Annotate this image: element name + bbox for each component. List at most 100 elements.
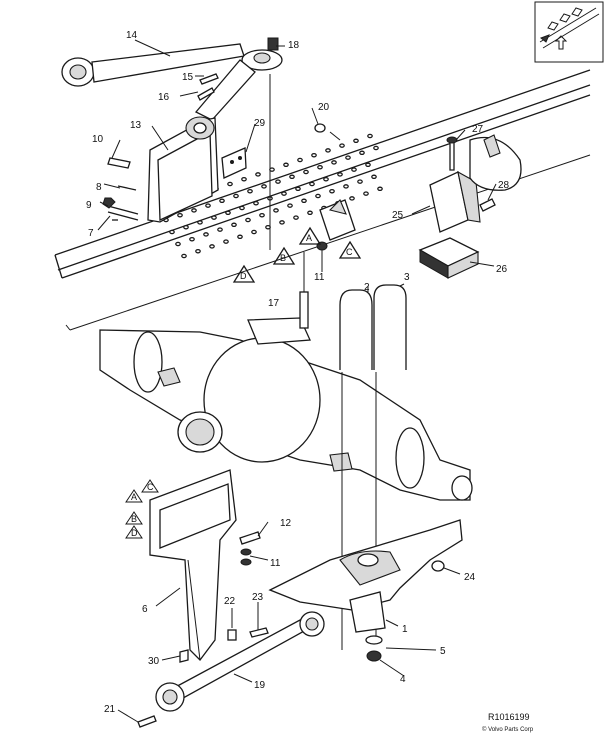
svg-text:D: D <box>240 271 247 281</box>
frame-hole <box>255 172 261 177</box>
callout-22: 22 <box>224 596 236 607</box>
frame-hole <box>169 229 175 235</box>
spring-bracket-25 <box>429 134 522 233</box>
frame-hole <box>189 236 195 242</box>
callout-25: 25 <box>392 210 404 221</box>
callout-21: 21 <box>104 704 116 715</box>
frame-hole <box>371 174 377 180</box>
frame-hole <box>373 145 379 151</box>
rod-bracket-13 <box>147 116 247 223</box>
svg-text:B: B <box>280 253 286 263</box>
frame-hole <box>217 227 223 232</box>
frame-hole <box>223 239 229 244</box>
frame-hole <box>191 208 197 213</box>
frame-hole <box>357 179 363 184</box>
upper-torque-rod <box>61 37 283 121</box>
frame-hole <box>279 220 285 225</box>
frame-hole <box>317 164 323 170</box>
callout-16: 16 <box>158 92 170 103</box>
frame-hole <box>251 229 257 235</box>
callout-1: 1 <box>402 624 408 635</box>
frame-hole <box>301 198 307 204</box>
frame-hole <box>315 193 321 199</box>
callout-labels: 14 18 14 15 16 20 13 29 27 10 28 8 9 25 … <box>86 30 510 715</box>
frame-hole <box>297 157 303 163</box>
svg-text:C: C <box>346 247 353 257</box>
spring-seat-1 <box>268 519 463 633</box>
frame-hole <box>345 155 351 160</box>
frame-hole <box>353 138 359 144</box>
frame-hole <box>231 222 237 228</box>
frame-hole <box>339 143 345 148</box>
callout-14: 14 <box>126 30 138 41</box>
frame-hole <box>323 176 329 182</box>
leader-lines <box>97 39 497 723</box>
frame-hole <box>293 215 299 220</box>
frame-hole <box>175 241 181 247</box>
frame-hole <box>303 169 309 175</box>
frame-hole <box>309 181 315 187</box>
svg-text:A: A <box>131 492 137 502</box>
frame-hole <box>211 215 217 220</box>
frame-hole <box>219 198 225 204</box>
rail-block <box>319 199 356 241</box>
svg-text:D: D <box>131 528 138 538</box>
callout-13: 13 <box>130 120 142 131</box>
frame-hole <box>261 184 267 189</box>
callout-4: 4 <box>400 674 406 685</box>
callout-9: 9 <box>86 200 92 211</box>
frame-hole <box>209 244 215 249</box>
frame-hole <box>197 220 203 225</box>
callout-18: 18 <box>288 40 300 51</box>
callout-7: 7 <box>88 228 94 239</box>
frame-hole <box>181 253 187 259</box>
callout-3: 3 <box>404 272 410 283</box>
bracket-triangle-markers: A C B D <box>125 479 159 539</box>
rubber-pad-26 <box>418 237 480 279</box>
callout-19: 19 <box>254 680 266 691</box>
callout-30: 30 <box>148 656 160 667</box>
frame-hole <box>177 212 183 218</box>
callout-24: 24 <box>464 572 476 583</box>
callout-15b: 15 <box>182 72 194 83</box>
frame-hole <box>205 203 211 208</box>
callout-2: 2 <box>364 282 370 293</box>
frame-hole <box>343 184 349 189</box>
callout-28: 28 <box>498 180 510 191</box>
hanger-bracket-6 <box>149 469 237 661</box>
frame-hole <box>241 176 247 182</box>
frame-hole <box>253 200 259 206</box>
triangle-marker-B: B <box>272 246 296 265</box>
callout-17: 17 <box>268 298 280 309</box>
triangle-marker-C: C <box>338 240 362 259</box>
callout-12: 12 <box>280 518 292 529</box>
frame-hole <box>325 148 331 153</box>
callout-20: 20 <box>318 102 330 113</box>
orientation-icon <box>534 1 604 63</box>
frame-hole <box>247 188 253 194</box>
callout-29: 29 <box>254 118 266 129</box>
callout-5: 5 <box>440 646 446 657</box>
svg-text:B: B <box>131 514 137 524</box>
frame-hole <box>245 217 251 223</box>
frame-hole <box>237 234 243 240</box>
frame-hole <box>227 181 233 187</box>
frame-hole <box>365 162 371 168</box>
callout-8: 8 <box>96 182 102 193</box>
frame-hole <box>363 191 369 196</box>
axle-housing <box>99 317 473 501</box>
frame-hole <box>307 210 313 216</box>
triangle-marker-A: A <box>298 226 322 245</box>
frame-hole <box>311 152 317 158</box>
stud-17 <box>299 252 309 329</box>
frame-hole <box>289 174 295 180</box>
svg-text:C: C <box>147 482 154 492</box>
lower-torque-rod-19 <box>155 611 325 712</box>
frame-hole <box>239 205 245 211</box>
callout-23: 23 <box>252 592 264 603</box>
frame-hole <box>281 191 287 196</box>
reference-code: R1016199 <box>488 712 530 722</box>
frame-hole <box>203 232 209 237</box>
